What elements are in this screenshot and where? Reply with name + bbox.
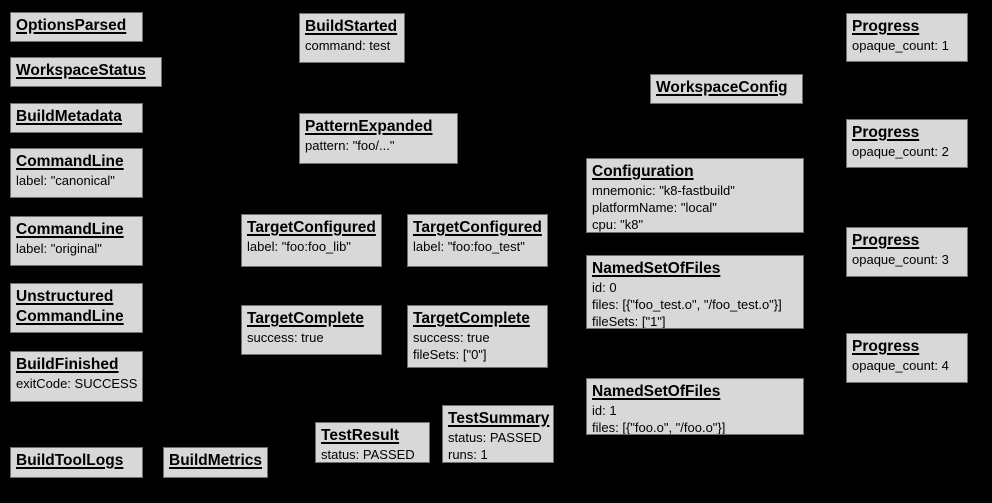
- event-title: BuildMetrics: [169, 452, 263, 469]
- event-box-target-complete-foo-lib: TargetComplete success: true: [241, 305, 382, 355]
- event-box-pattern-expanded: PatternExpanded pattern: "foo/...": [299, 113, 458, 164]
- event-box-command-line-original: CommandLine label: "original": [10, 216, 143, 266]
- event-box-build-metadata: BuildMetadata: [10, 103, 143, 133]
- event-detail: command: test: [305, 38, 391, 53]
- event-detail: mnemonic: "k8-fastbuild": [592, 183, 735, 198]
- event-title: TestResult: [321, 427, 400, 444]
- event-detail: exitCode: SUCCESS: [16, 376, 138, 391]
- event-title: Progress: [852, 338, 920, 355]
- event-box-target-configured-foo-test: TargetConfigured label: "foo:foo_test": [407, 214, 548, 267]
- event-detail: runs: 1: [448, 447, 488, 462]
- event-detail: status: PASSED: [448, 430, 542, 445]
- event-detail: status: PASSED: [321, 447, 415, 462]
- event-box-build-tool-logs: BuildToolLogs: [10, 447, 143, 478]
- event-box-build-started: BuildStarted command: test: [299, 13, 405, 63]
- event-title: Progress: [852, 124, 920, 141]
- event-title: Progress: [852, 232, 920, 249]
- event-detail: files: [{"foo_test.o", "/foo_test.o"}]: [592, 297, 782, 312]
- event-title: Configuration: [592, 163, 694, 180]
- event-detail: label: "canonical": [16, 173, 115, 188]
- event-title: BuildMetadata: [16, 108, 122, 125]
- event-box-progress-1: Progress opaque_count: 1: [846, 13, 968, 62]
- event-detail: opaque_count: 1: [852, 38, 949, 53]
- event-detail: id: 1: [592, 403, 617, 418]
- event-detail: fileSets: ["0"]: [413, 347, 487, 362]
- event-box-test-result: TestResult status: PASSED: [315, 422, 430, 463]
- event-box-test-summary: TestSummary status: PASSED runs: 1: [442, 405, 554, 463]
- event-detail: id: 0: [592, 280, 617, 295]
- event-title: Progress: [852, 18, 920, 35]
- event-detail: opaque_count: 3: [852, 252, 949, 267]
- event-box-workspace-config: WorkspaceConfig: [650, 74, 803, 104]
- event-box-target-configured-foo-lib: TargetConfigured label: "foo:foo_lib": [241, 214, 382, 267]
- event-title: TargetComplete: [247, 310, 364, 327]
- event-detail: cpu: "k8": [592, 217, 644, 232]
- event-box-workspace-status: WorkspaceStatus: [10, 57, 162, 87]
- event-box-progress-4: Progress opaque_count: 4: [846, 333, 968, 383]
- event-detail: success: true: [413, 330, 490, 345]
- event-title: WorkspaceStatus: [16, 62, 146, 79]
- event-detail: platformName: "local": [592, 200, 717, 215]
- event-box-command-line-canonical: CommandLine label: "canonical": [10, 148, 143, 198]
- event-box-configuration: Configuration mnemonic: "k8-fastbuild" pla…: [586, 158, 804, 233]
- event-detail: files: [{"foo.o", "/foo.o"}]: [592, 420, 726, 435]
- event-title: CommandLine: [16, 153, 124, 170]
- event-title: BuildStarted: [305, 18, 398, 35]
- event-detail: label: "foo:foo_lib": [247, 239, 351, 254]
- event-title: WorkspaceConfig: [656, 79, 788, 96]
- event-box-named-set-of-files-1: NamedSetOfFiles id: 1 files: [{"foo.o", "/…: [586, 378, 804, 435]
- event-detail: success: true: [247, 330, 324, 345]
- event-title: TargetConfigured: [247, 219, 376, 236]
- event-box-build-metrics: BuildMetrics: [163, 447, 268, 478]
- event-box-progress-2: Progress opaque_count: 2: [846, 119, 968, 168]
- event-title: BuildFinished: [16, 356, 119, 373]
- event-title: NamedSetOfFiles: [592, 383, 721, 400]
- event-box-build-finished: BuildFinished exitCode: SUCCESS: [10, 351, 143, 402]
- event-box-options-parsed: OptionsParsed: [10, 12, 143, 42]
- event-title: OptionsParsed: [16, 17, 127, 34]
- event-detail: opaque_count: 2: [852, 144, 949, 159]
- event-box-unstructured-command-line: Unstructured CommandLine: [10, 283, 143, 333]
- event-title: CommandLine: [16, 221, 124, 238]
- event-title: TargetConfigured: [413, 219, 542, 236]
- event-box-progress-3: Progress opaque_count: 3: [846, 227, 968, 277]
- event-title: TestSummary: [448, 410, 550, 427]
- event-box-named-set-of-files-0: NamedSetOfFiles id: 0 files: [{"foo_test.o…: [586, 255, 804, 329]
- event-title: TargetComplete: [413, 310, 530, 327]
- event-detail: opaque_count: 4: [852, 358, 949, 373]
- event-detail: fileSets: ["1"]: [592, 314, 666, 329]
- event-title: Unstructured CommandLine: [16, 288, 124, 325]
- event-title: BuildToolLogs: [16, 452, 124, 469]
- event-box-target-complete-foo-test: TargetComplete success: true fileSets: ["0…: [407, 305, 548, 368]
- event-title: PatternExpanded: [305, 118, 433, 135]
- event-title: NamedSetOfFiles: [592, 260, 721, 277]
- event-detail: label: "foo:foo_test": [413, 239, 525, 254]
- event-detail: label: "original": [16, 241, 102, 256]
- event-detail: pattern: "foo/...": [305, 138, 395, 153]
